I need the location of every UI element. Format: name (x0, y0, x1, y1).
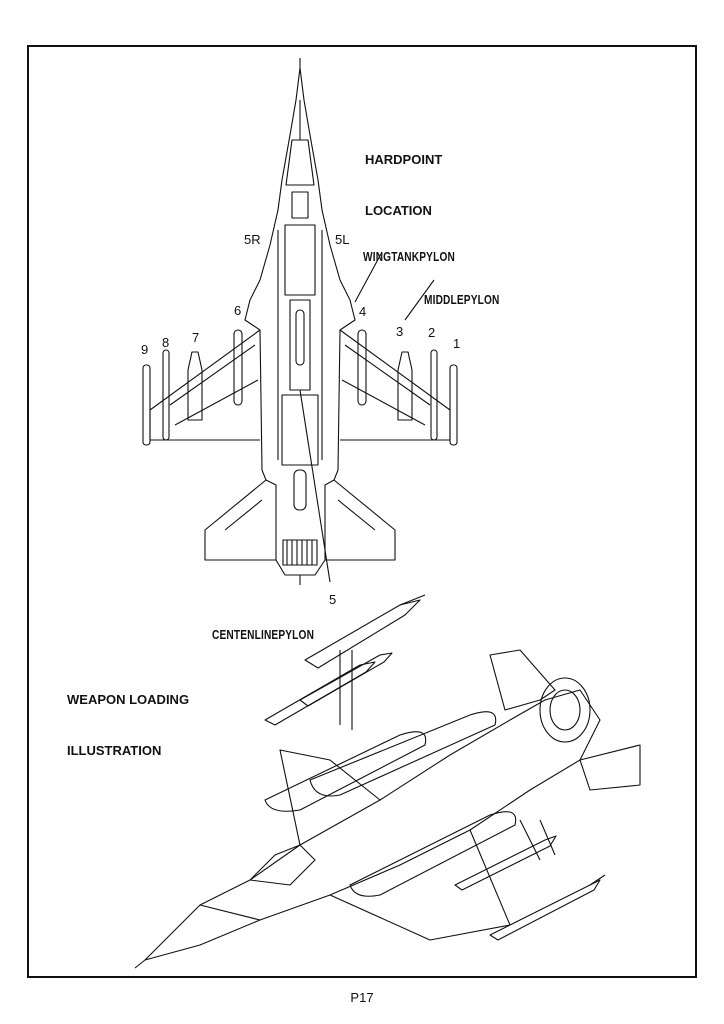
middle-pylon-text: MIDDLEPYLON (424, 292, 500, 307)
station-9: 9 (141, 342, 149, 357)
station-5L: 5L (335, 232, 350, 247)
weapon-title-line-1: WEAPON LOADING (67, 692, 190, 707)
middle-pylon-leader (404, 279, 435, 321)
station-3: 3 (396, 324, 404, 339)
station-1: 1 (453, 336, 461, 351)
centerline-pylon-leader (299, 389, 331, 583)
station-5: 5 (329, 592, 337, 607)
centerline-pylon-text: CENTENLINEPYLON (212, 627, 315, 642)
station-2: 2 (428, 325, 436, 340)
middle-pylon-label: MIDDLEPYLON (424, 257, 521, 325)
centerline-pylon-label: CENTENLINEPYLON (212, 592, 343, 660)
wingtank-pylon-text: WINGTANKPYLON (363, 249, 455, 264)
station-8: 8 (162, 335, 170, 350)
weapon-title-line-2: ILLUSTRATION (67, 743, 162, 758)
aircraft-weapon-loading-view (134, 594, 641, 969)
wingtank-pylon-label: WINGTANKPYLON (363, 214, 481, 282)
page-number: P17 (350, 990, 374, 1005)
aircraft-top-view (142, 58, 458, 585)
hardpoint-title-line-2: LOCATION (365, 203, 432, 218)
wingtank-pylon-leader (354, 251, 383, 303)
station-5R: 5R (244, 232, 261, 247)
station-4: 4 (359, 304, 367, 319)
weapon-loading-title: WEAPON LOADING ILLUSTRATION (67, 657, 189, 776)
station-6: 6 (234, 303, 242, 318)
station-7: 7 (192, 330, 200, 345)
hardpoint-location-title: HARDPOINT LOCATION (365, 117, 442, 236)
hardpoint-title-line-1: HARDPOINT (365, 152, 443, 167)
page-border (27, 45, 697, 978)
